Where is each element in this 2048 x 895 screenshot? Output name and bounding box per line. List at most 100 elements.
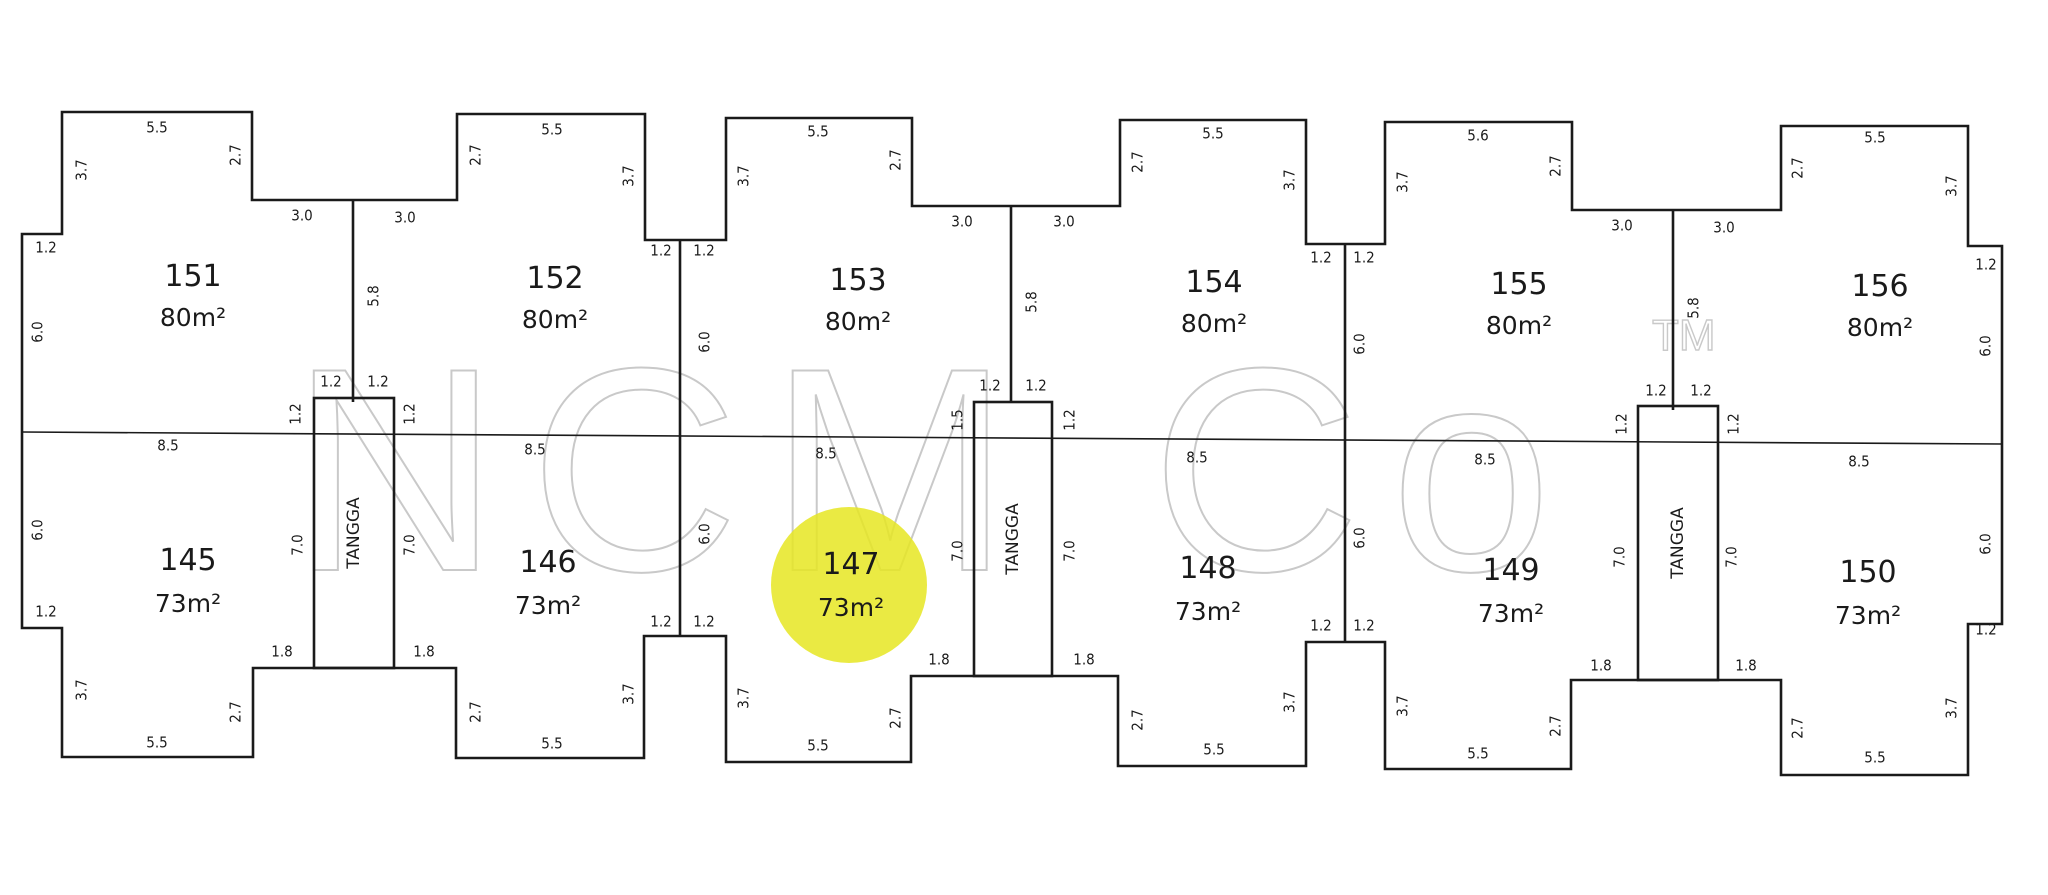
dimension-label: 3.7 <box>735 165 753 186</box>
dimension-label: 1.8 <box>271 643 292 661</box>
dimension-label: 3.7 <box>73 679 91 700</box>
dimension-label: 2.7 <box>1789 157 1807 178</box>
plot-number: 154 <box>1185 265 1242 300</box>
plot-area: 73m² <box>818 593 884 622</box>
dimension-label: 8.5 <box>1474 451 1495 469</box>
dimension-label: 8.5 <box>1848 453 1869 471</box>
plot-number: 146 <box>519 545 576 580</box>
dimension-label: 3.7 <box>735 687 753 708</box>
watermark-text: NCM Co <box>290 308 1582 632</box>
party-walls <box>21 200 2003 642</box>
dimension-label: 6.0 <box>1977 533 1995 554</box>
dimension-label: 6.0 <box>29 321 47 342</box>
dimension-label: 1.2 <box>693 242 714 260</box>
plot-number: 155 <box>1490 267 1547 302</box>
dimension-label: 3.7 <box>1943 175 1961 196</box>
dimension-label: 2.7 <box>467 701 485 722</box>
plot-number: 153 <box>829 263 886 298</box>
dimension-label: 1.2 <box>1725 413 1743 434</box>
watermark-trademark: TM <box>1652 311 1716 360</box>
dimension-label: 5.8 <box>365 285 383 306</box>
dimension-label: 3.7 <box>1281 169 1299 190</box>
dimension-label: 6.0 <box>29 519 47 540</box>
plot-number: 149 <box>1482 553 1539 588</box>
dimension-label: 1.2 <box>1061 409 1079 430</box>
dimension-label: 7.0 <box>401 534 419 555</box>
dimension-label: 2.7 <box>1547 155 1565 176</box>
plot-number: 150 <box>1839 555 1896 590</box>
dimension-label: 5.5 <box>1467 745 1488 763</box>
dimension-label: 1.8 <box>413 643 434 661</box>
dimension-label: 3.7 <box>620 683 638 704</box>
dimension-label: 7.0 <box>289 534 307 555</box>
stairwell-3 <box>1636 404 1720 682</box>
plot-area: 80m² <box>1847 313 1913 342</box>
plot-area: 73m² <box>515 591 581 620</box>
dimension-label: 3.7 <box>1394 695 1412 716</box>
dimension-label: 2.7 <box>467 144 485 165</box>
dimension-label: 5.5 <box>146 734 167 752</box>
dimension-label: 5.8 <box>1023 291 1041 312</box>
dimension-label: 5.5 <box>807 737 828 755</box>
dimension-label: 1.2 <box>1310 617 1331 635</box>
dimension-label: 3.0 <box>1611 217 1632 235</box>
dimension-label: 5.5 <box>1864 129 1885 147</box>
dimension-label: 3.7 <box>1943 697 1961 718</box>
stair-label-2: TANGGA <box>1003 503 1023 576</box>
plot-area: 73m² <box>1175 597 1241 626</box>
dimension-label: 1.2 <box>1613 413 1631 434</box>
dimension-label: 1.8 <box>1073 651 1094 669</box>
dimension-label: 2.7 <box>1129 151 1147 172</box>
dimension-label: 2.7 <box>887 707 905 728</box>
dimension-label: 1.2 <box>1690 382 1711 400</box>
block-outline <box>20 110 2004 777</box>
dimension-label: 8.5 <box>157 437 178 455</box>
dimension-label: 5.8 <box>1685 297 1703 318</box>
dimension-label: 6.0 <box>1351 527 1369 548</box>
dimension-label: 5.5 <box>541 121 562 139</box>
dimension-label: 1.2 <box>979 377 1000 395</box>
dimension-label: 7.0 <box>1061 540 1079 561</box>
dimension-label: 3.0 <box>1053 213 1074 231</box>
dimension-label: 1.8 <box>1735 657 1756 675</box>
dimension-label: 1.2 <box>650 613 671 631</box>
dimension-label: 2.7 <box>227 144 245 165</box>
plot-area: 80m² <box>825 307 891 336</box>
dimension-label: 2.7 <box>1789 717 1807 738</box>
plot-number: 156 <box>1851 269 1908 304</box>
plot-number-highlighted: 147 <box>822 547 879 582</box>
plot-number: 151 <box>164 259 221 294</box>
dimension-label: 2.7 <box>227 701 245 722</box>
dimension-label: 3.7 <box>1281 691 1299 712</box>
dimension-label: 7.0 <box>1611 546 1629 567</box>
dimension-label: 3.0 <box>1713 219 1734 237</box>
dimension-label: 6.0 <box>696 331 714 352</box>
dimension-label: 1.2 <box>1975 256 1996 274</box>
highlight-marker <box>771 507 927 663</box>
dimension-label: 5.5 <box>146 119 167 137</box>
plot-number: 148 <box>1179 551 1236 586</box>
dimension-label: 7.0 <box>1723 546 1741 567</box>
dimension-label: 3.7 <box>620 165 638 186</box>
plot-area: 80m² <box>160 303 226 332</box>
dimension-label: 2.7 <box>1547 715 1565 736</box>
stairwell-1 <box>312 396 396 670</box>
dimension-label: 1.2 <box>1310 249 1331 267</box>
dimension-label: 5.5 <box>1202 125 1223 143</box>
dimension-label: 1.2 <box>1353 249 1374 267</box>
dimension-label: 1.2 <box>320 373 341 391</box>
dimension-label: 7.0 <box>949 540 967 561</box>
dimension-label: 8.5 <box>815 445 836 463</box>
dimension-label: 3.7 <box>1394 171 1412 192</box>
plot-area: 73m² <box>155 589 221 618</box>
stairwells: TANGGA TANGGA TANGGA <box>312 396 1720 682</box>
dimension-label: 5.6 <box>1467 127 1488 145</box>
dimension-labels: 5.5 5.5 5.5 5.5 5.6 5.5 3.7 2.7 2.7 3.7 … <box>29 119 1997 767</box>
stair-label-1: TANGGA <box>344 497 364 570</box>
dimension-label: 1.2 <box>1645 382 1666 400</box>
dimension-label: 2.7 <box>1129 709 1147 730</box>
plot-number: 152 <box>526 261 583 296</box>
plot-area: 73m² <box>1835 601 1901 630</box>
dimension-label: 2.7 <box>887 149 905 170</box>
